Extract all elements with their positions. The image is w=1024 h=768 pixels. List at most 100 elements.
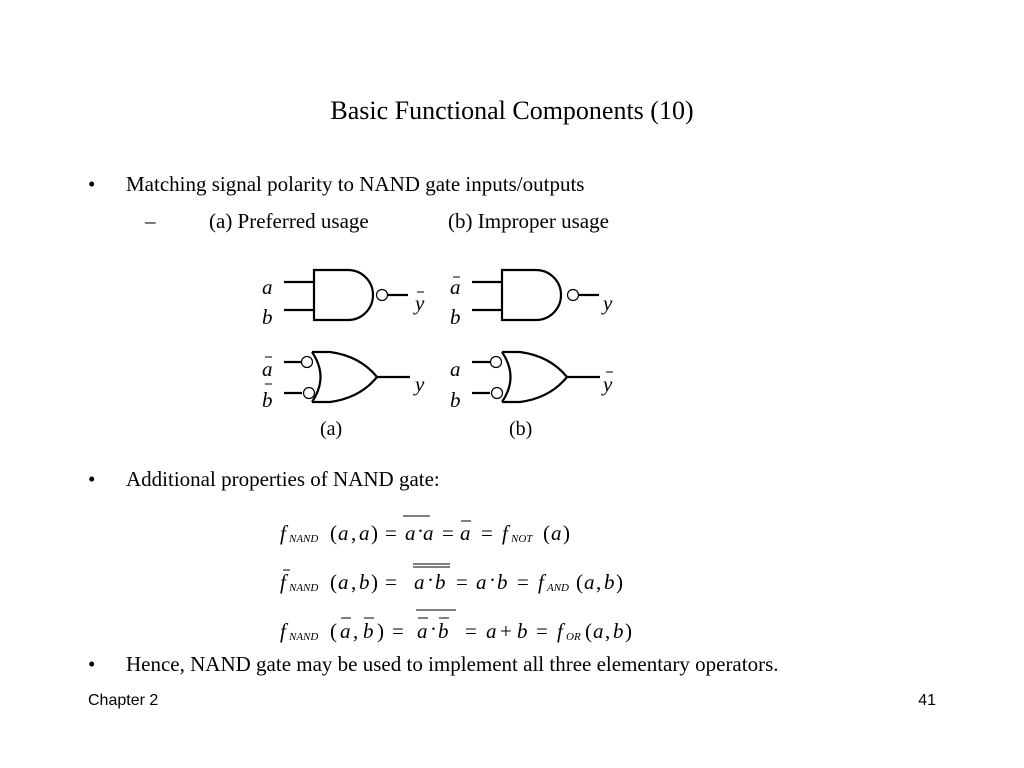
- caption-a: (a): [320, 418, 342, 440]
- nand-gate-b: [472, 268, 599, 322]
- svg-text:a: a: [584, 570, 595, 594]
- svg-text:a: a: [414, 570, 425, 594]
- svg-text:a: a: [359, 521, 370, 545]
- label-b-bar: b: [262, 388, 273, 412]
- svg-text:·: ·: [427, 568, 434, 592]
- svg-text:b: b: [435, 570, 446, 594]
- svg-text:=: =: [392, 619, 404, 643]
- svg-text:NAND: NAND: [288, 582, 318, 594]
- svg-text:NAND: NAND: [288, 533, 318, 545]
- svg-text:f: f: [280, 619, 289, 643]
- footer-chapter: Chapter 2: [88, 692, 159, 709]
- svg-text:b: b: [517, 619, 528, 643]
- svg-text:a: a: [338, 521, 349, 545]
- formula-not: f NAND ( a , a ) = a · a = a = f NOT ( a: [280, 515, 570, 545]
- svg-text:·: ·: [430, 617, 437, 641]
- label-a-bar: a: [262, 357, 273, 381]
- svg-text:): ): [625, 619, 632, 643]
- svg-text:=: =: [536, 619, 548, 643]
- svg-text:a: a: [417, 619, 428, 643]
- svg-text:AND: AND: [546, 582, 569, 594]
- svg-text:f: f: [557, 619, 566, 643]
- gate-diagram: a b y a b y a b y a b y (a) (b): [262, 268, 613, 440]
- label-b: b: [262, 305, 273, 329]
- caption-b: (b): [509, 418, 532, 440]
- bullet-dot: •: [88, 467, 96, 491]
- bullet-text: Matching signal polarity to NAND gate in…: [126, 172, 585, 196]
- label-y-bar: y: [601, 372, 613, 396]
- svg-text:(: (: [330, 570, 337, 594]
- bullet-dot: •: [88, 652, 96, 676]
- formula-or: f NAND ( a , b ) = a · b = a + b =: [280, 609, 632, 643]
- svg-text:(: (: [576, 570, 583, 594]
- slide-title: Basic Functional Components (10): [330, 96, 694, 125]
- svg-text:b: b: [497, 570, 508, 594]
- svg-text:NOT: NOT: [510, 533, 533, 545]
- formula-and: f NAND ( a , b ) = a · b = a · b = f AND: [280, 563, 623, 594]
- nand-gate-a: [284, 268, 408, 322]
- svg-text:a: a: [476, 570, 487, 594]
- label-b: b: [450, 388, 461, 412]
- svg-text:+: +: [500, 619, 512, 643]
- svg-text:,: ,: [351, 521, 356, 545]
- label-a: a: [450, 357, 461, 381]
- svg-text:a: a: [338, 570, 349, 594]
- label-y: y: [413, 372, 425, 396]
- svg-text:b: b: [438, 619, 449, 643]
- svg-text:a: a: [551, 521, 562, 545]
- svg-text:,: ,: [353, 619, 358, 643]
- svg-text:(: (: [585, 619, 592, 643]
- or-gate-b: [472, 350, 600, 404]
- svg-text:): ): [371, 521, 378, 545]
- svg-text:=: =: [481, 521, 493, 545]
- bullet-dot: •: [88, 172, 96, 196]
- svg-text:,: ,: [351, 570, 356, 594]
- svg-text:(: (: [330, 619, 337, 643]
- sub-bullet-dash: –: [145, 209, 156, 233]
- svg-text:b: b: [613, 619, 624, 643]
- svg-text:a: a: [460, 521, 471, 545]
- label-b: b: [450, 305, 461, 329]
- svg-text:·: ·: [489, 568, 496, 592]
- svg-text:b: b: [363, 619, 374, 643]
- svg-text:·: ·: [417, 519, 424, 543]
- bullet-text: Additional properties of NAND gate:: [126, 467, 440, 491]
- svg-text:=: =: [385, 570, 397, 594]
- nand-formulas: f NAND ( a , a ) = a · a = a = f NOT ( a: [280, 515, 632, 643]
- sub-bullet-improper: (b) Improper usage: [448, 209, 609, 233]
- svg-text:a: a: [593, 619, 604, 643]
- svg-text:a: a: [423, 521, 434, 545]
- label-y-bar: y: [413, 291, 425, 315]
- svg-text:f: f: [280, 570, 289, 594]
- svg-text:): ): [377, 619, 384, 643]
- label-a-bar: a: [450, 275, 461, 299]
- svg-text:(: (: [543, 521, 550, 545]
- label-y: y: [601, 291, 613, 315]
- svg-text:): ): [371, 570, 378, 594]
- footer-page-number: 41: [918, 692, 936, 709]
- svg-text:): ): [563, 521, 570, 545]
- svg-text:f: f: [502, 521, 511, 545]
- svg-text:b: b: [604, 570, 615, 594]
- svg-text:(: (: [330, 521, 337, 545]
- bullet-text: Hence, NAND gate may be used to implemen…: [126, 652, 779, 676]
- svg-text:a: a: [340, 619, 351, 643]
- svg-text:,: ,: [605, 619, 610, 643]
- svg-text:b: b: [359, 570, 370, 594]
- svg-text:a: a: [405, 521, 416, 545]
- or-gate-a: [284, 350, 410, 404]
- svg-text:a: a: [486, 619, 497, 643]
- label-a: a: [262, 275, 273, 299]
- sub-bullet-preferred: (a) Preferred usage: [209, 209, 369, 233]
- svg-text:f: f: [280, 521, 289, 545]
- svg-text:=: =: [385, 521, 397, 545]
- svg-text:f: f: [538, 570, 547, 594]
- svg-text:NAND: NAND: [288, 631, 318, 643]
- svg-text:=: =: [442, 521, 454, 545]
- svg-text:=: =: [456, 570, 468, 594]
- svg-text:,: ,: [596, 570, 601, 594]
- svg-text:OR: OR: [566, 631, 581, 643]
- svg-text:=: =: [465, 619, 477, 643]
- svg-text:): ): [616, 570, 623, 594]
